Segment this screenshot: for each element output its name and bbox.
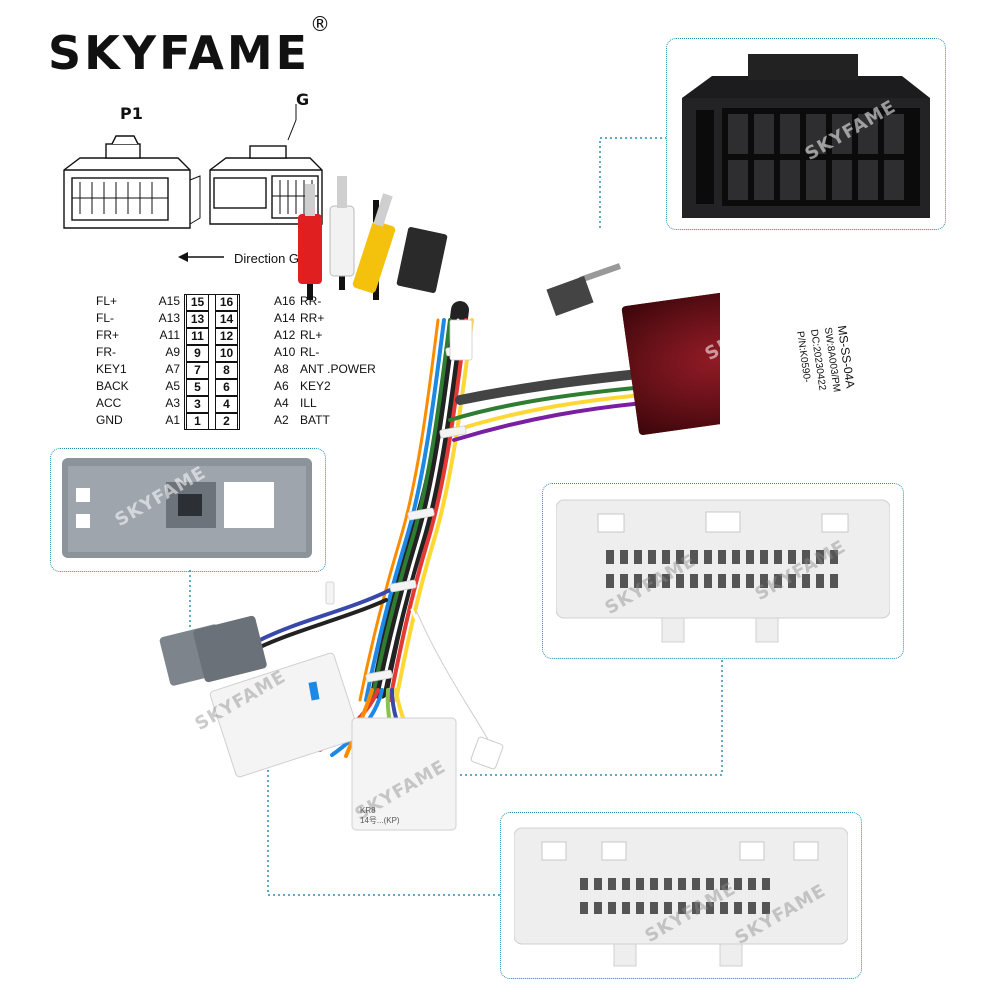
p1-label: P1 (120, 104, 143, 123)
brand-logo: SKYFAME ® (48, 12, 330, 80)
g-label: G (296, 90, 310, 109)
pin-function: KEY1 (96, 362, 127, 376)
pin-number: 15 (186, 294, 209, 311)
pin-number: 10 (215, 345, 238, 362)
pin-code: A15 (158, 294, 180, 308)
grey-connector-callout (50, 448, 326, 572)
pin-number: 2 (215, 413, 238, 430)
pin-number: 4 (215, 396, 238, 413)
pin-number: 3 (186, 396, 209, 413)
white-connector-callout-1 (542, 483, 904, 659)
white-connector-callout-2 (500, 812, 862, 979)
pin-number: 8 (215, 362, 238, 379)
pin-code: A5 (165, 379, 180, 393)
registered-mark: ® (310, 12, 330, 36)
plug-label-line1: KR8 (360, 806, 376, 815)
pin-number: 13 (186, 311, 209, 328)
grey-connector-photo (62, 458, 312, 558)
pin-number: 11 (186, 328, 209, 345)
pinout-row: ACC A3 3 4 A4 ILL (96, 396, 396, 414)
pin-number: 12 (215, 328, 238, 345)
plug-label: KR8 14号...(KP) (360, 806, 400, 826)
pin-code: A3 (165, 396, 180, 410)
pin-code: A6 (274, 379, 289, 393)
pin-function: ANT .POWER (300, 362, 376, 376)
plug-label-line2: 14号...(KP) (360, 816, 400, 825)
pin-code: A11 (159, 328, 180, 342)
pin-function: FL- (96, 311, 114, 325)
pinout-row: FL+ A15 15 16 A16 RR- (96, 294, 396, 312)
pin-function: KEY2 (300, 379, 331, 393)
pinout-table: FL+ A15 15 16 A16 RR- FL- A13 13 14 A14 … (96, 294, 396, 434)
pin-code: A10 (274, 345, 296, 359)
pin-code: A13 (158, 311, 180, 325)
pin-code: A14 (274, 311, 296, 325)
direction-label: Direction G (234, 251, 300, 266)
pin-code: A4 (274, 396, 289, 410)
pinout-frame (184, 294, 240, 430)
direction-arrow-icon (178, 252, 224, 262)
pin-function: RR+ (300, 311, 325, 325)
pin-number: 7 (186, 362, 209, 379)
pin-code: A12 (274, 328, 296, 342)
white-connector-photo-2 (514, 827, 848, 967)
pinout-row: FR- A9 9 10 A10 RL- (96, 345, 396, 363)
pin-function: BATT (300, 413, 330, 427)
pin-code: A16 (274, 294, 296, 308)
module-label: MS-SS-04A SW:8A003/PM DC:20230422 P/N:K0… (781, 264, 894, 406)
pin-function: FR+ (96, 328, 120, 342)
pin-number: 5 (186, 379, 209, 396)
pin-code: A7 (165, 362, 180, 376)
pinout-row: KEY1 A7 7 8 A8 ANT .POWER (96, 362, 396, 380)
pin-code: A9 (165, 345, 180, 359)
pinout-row: BACK A5 5 6 A6 KEY2 (96, 379, 396, 397)
pin-code: A8 (274, 362, 289, 376)
pin-number: 14 (215, 311, 238, 328)
black-connector-callout (666, 38, 946, 230)
white-connector-photo-1 (556, 499, 890, 643)
pinout-row: FL- A13 13 14 A14 RR+ (96, 311, 396, 329)
connector-line-drawing (63, 104, 323, 229)
pin-number: 9 (186, 345, 209, 362)
pin-code: A1 (165, 413, 180, 427)
pin-number: 6 (215, 379, 238, 396)
pin-code: A2 (274, 413, 289, 427)
pinout-row: GND A1 1 2 A2 BATT (96, 413, 396, 431)
pin-function: RR- (300, 294, 322, 308)
pinout-row: FR+ A11 11 12 A12 RL+ (96, 328, 396, 346)
black-connector-photo (682, 54, 930, 218)
pin-function: FL+ (96, 294, 118, 308)
pin-function: ILL (300, 396, 317, 410)
pin-function: ACC (96, 396, 122, 410)
pin-function: FR- (96, 345, 116, 359)
pin-number: 16 (215, 294, 238, 311)
wiring-harness-photo (159, 176, 720, 831)
pin-function: BACK (96, 379, 129, 393)
pin-function: GND (96, 413, 123, 427)
pin-number: 1 (186, 413, 209, 430)
brand-name: SKYFAME (48, 26, 311, 80)
pin-function: RL+ (300, 328, 323, 342)
pin-function: RL- (300, 345, 320, 359)
